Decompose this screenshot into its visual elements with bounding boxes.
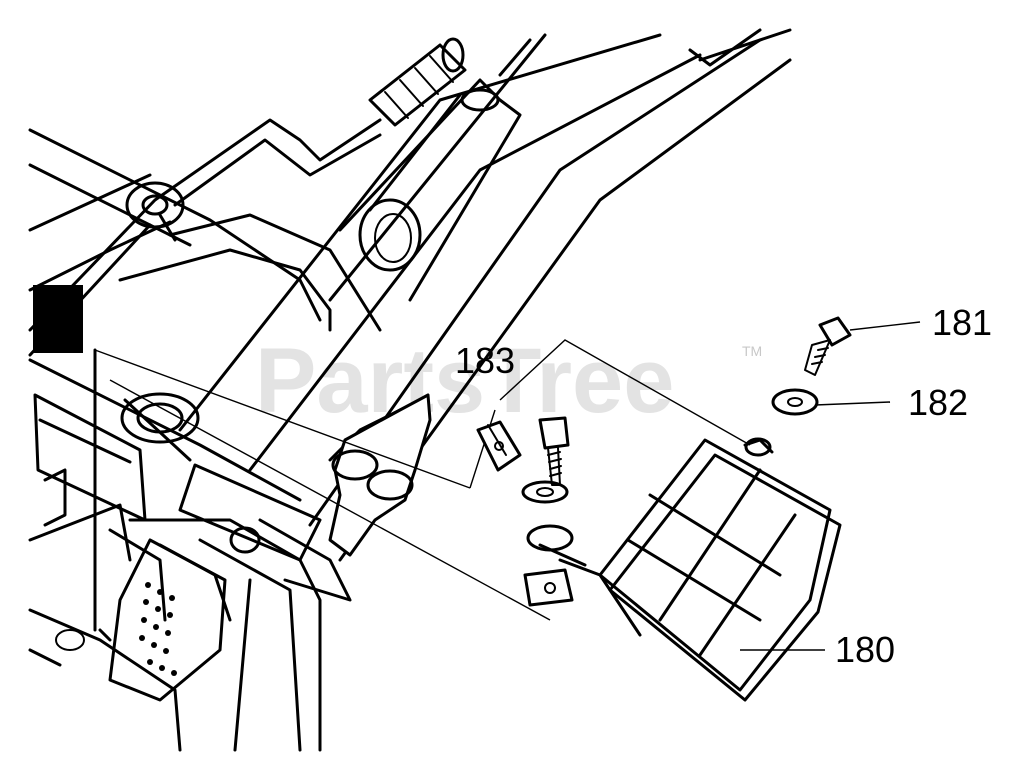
vent-holes	[139, 582, 177, 676]
pulley	[120, 392, 200, 444]
washer-182	[771, 388, 819, 416]
clip-183	[476, 420, 522, 472]
trademark-mark: TM	[742, 343, 762, 359]
lock-washer	[526, 524, 574, 552]
callout-181: 181	[932, 302, 992, 343]
wire-basket-180	[538, 437, 842, 702]
washer	[521, 480, 569, 504]
star-knob	[328, 393, 432, 557]
screw-181	[804, 316, 852, 376]
callout-183: 183	[455, 340, 515, 381]
handle-grip	[368, 43, 467, 127]
explode-leaders	[94, 339, 751, 621]
leader-182	[814, 401, 891, 406]
nut-clip	[523, 568, 574, 607]
mower-housing	[28, 128, 322, 752]
callout-182: 182	[908, 382, 968, 423]
watermark: PartsTree	[255, 330, 674, 432]
leader-181	[849, 321, 921, 331]
callout-180: 180	[835, 629, 895, 670]
vent-grille	[108, 538, 227, 702]
bolt	[538, 416, 570, 486]
